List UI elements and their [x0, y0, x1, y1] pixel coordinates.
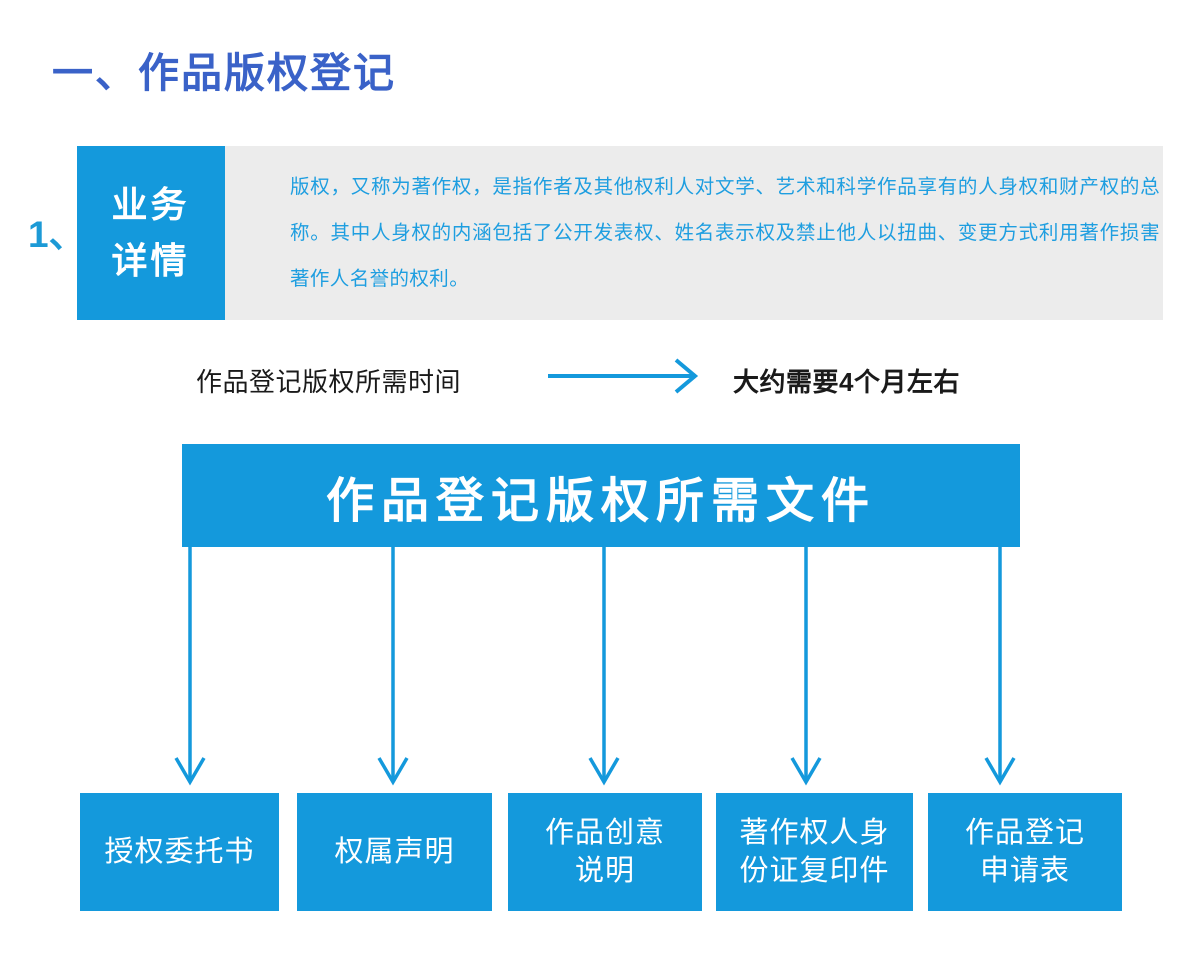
business-detail-text: 版权，又称为著作权，是指作者及其他权利人对文学、艺术和科学作品享有的人身权和财产…	[290, 176, 1160, 290]
registration-time-label: 作品登记版权所需时间	[196, 367, 462, 397]
document-box-registration-form[interactable]: 作品登记 申请表	[928, 793, 1122, 911]
required-documents-list: 授权委托书 权属声明 作品创意 说明 著作权人身 份证复印件 作品登记 申请表	[0, 793, 1200, 911]
document-box-label-line-2: 申请表	[979, 855, 1070, 887]
registration-time-row: 作品登记版权所需时间 大约需要4个月左右	[0, 358, 1200, 402]
document-box-label-line-1: 作品登记	[964, 817, 1085, 849]
page-title: 一、作品版权登记	[52, 50, 396, 96]
right-arrow-icon	[548, 358, 708, 394]
business-detail-section: 1、 业务 详情 版权，又称为著作权，是指作者及其他权利人对文学、艺术和科学作品…	[0, 146, 1200, 320]
document-box-label: 权属声明	[334, 836, 455, 868]
document-box-label-line-1: 作品创意	[544, 817, 665, 849]
document-box-label-line-1: 著作权人身	[739, 817, 890, 849]
connector-arrows-group	[0, 540, 1200, 790]
required-documents-banner-title: 作品登记版权所需文件	[325, 474, 876, 528]
document-box-label: 授权委托书	[104, 836, 255, 868]
document-box-authorization-letter[interactable]: 授权委托书	[80, 793, 279, 911]
business-detail-tag-line-2: 详情	[111, 240, 190, 281]
document-box-label-line-2: 说明	[574, 855, 635, 887]
document-box-ownership-statement[interactable]: 权属声明	[297, 793, 492, 911]
document-box-owner-id-copy[interactable]: 著作权人身 份证复印件	[716, 793, 913, 911]
business-detail-tag-line-1: 业务	[111, 184, 190, 225]
document-box-creative-description[interactable]: 作品创意 说明	[508, 793, 702, 911]
required-documents-banner: 作品登记版权所需文件	[182, 444, 1020, 547]
detail-index-number: 1、	[28, 214, 86, 255]
business-detail-panel: 版权，又称为著作权，是指作者及其他权利人对文学、艺术和科学作品享有的人身权和财产…	[225, 146, 1163, 320]
registration-time-value: 大约需要4个月左右	[733, 367, 960, 397]
document-box-label-line-2: 份证复印件	[739, 855, 890, 887]
